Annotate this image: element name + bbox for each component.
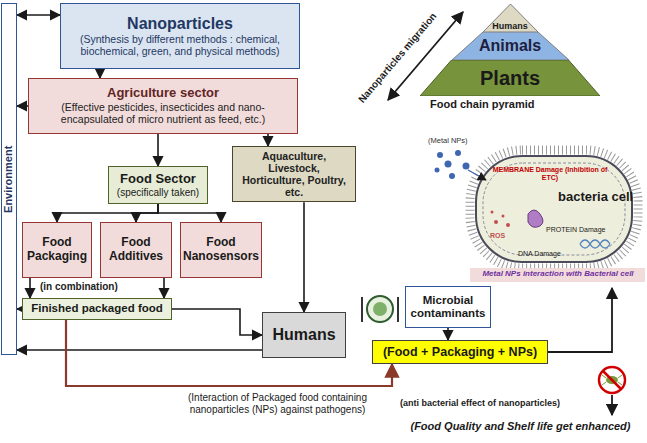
flow-arrow	[99, 69, 101, 78]
process-box: Food Additives	[100, 222, 172, 278]
effect-arrow	[548, 288, 612, 352]
flow-arrow	[172, 309, 262, 335]
band-shape	[420, 60, 600, 96]
flow-arrow	[17, 105, 28, 107]
part-label: DNA Damage	[518, 250, 578, 258]
flow-arrow	[158, 204, 221, 222]
process-box: Food Nanosensors	[180, 222, 262, 278]
node-title: Finished packaged food	[31, 302, 163, 315]
consumer-box: Humans	[262, 312, 346, 358]
node-title: Animals	[479, 37, 541, 55]
flow-arrow	[57, 204, 158, 222]
product-box: Finished packaged food	[22, 298, 172, 320]
no-bacteria-icon	[599, 367, 625, 393]
np-entry-arrow	[468, 170, 486, 180]
plate-icon	[362, 296, 398, 322]
note-label: (anti bacterial effect of nanoparticles)	[400, 398, 595, 408]
edge-note: (Interaction of Packaged food containing…	[175, 392, 380, 415]
part-label: PROTEIN Damage	[546, 226, 618, 234]
node-body: (specifically taken)	[117, 187, 199, 199]
node-title: Food Additives	[104, 236, 168, 264]
sector-box: Aquaculture, Livestock, Horticulture, Po…	[232, 146, 356, 202]
flow-arrow	[163, 278, 165, 298]
part-label: bacteria cell	[558, 190, 634, 205]
node-title: Environment	[3, 145, 16, 212]
node-title: Agriculture sector	[107, 86, 219, 101]
result-label: (Food Quality and Shelf life get enhance…	[398, 420, 643, 433]
node-body: (Synthesis by different methods : chemic…	[67, 33, 293, 57]
environment-bar: Environment	[1, 3, 17, 355]
note-label: (in combination)	[40, 281, 140, 293]
process-box: Food Packaging	[22, 222, 92, 278]
figure-caption: Metal NPs interaction with Bacterial cel…	[472, 269, 644, 278]
flow-arrow	[29, 278, 31, 298]
flow-arrow	[17, 14, 60, 16]
node-title: Food Sector	[120, 172, 196, 187]
source-box: Nanoparticles(Synthesis by different met…	[60, 3, 300, 69]
part-label: ROS	[490, 232, 514, 240]
flow-arrow	[136, 204, 158, 222]
sector-box: Food Sector(specifically taken)	[108, 166, 208, 204]
cell-hairs	[470, 150, 638, 268]
flow-arrow	[17, 349, 262, 351]
flow-arrow	[267, 134, 269, 146]
node-title: Humans	[492, 21, 528, 31]
combination-box: (Food + Packaging + NPs)	[372, 340, 548, 364]
part-label: MEMBRANE Damage (Inhibition of ETC)	[490, 166, 610, 182]
cell-membrane	[483, 163, 625, 255]
flow-arrow	[303, 202, 305, 312]
node-title: Food Nanosensors	[183, 236, 259, 264]
node-title: Humans	[272, 326, 335, 344]
band-shape	[452, 32, 569, 60]
node-title: Microbial contaminants	[409, 294, 487, 320]
pyramid-band: Plants	[420, 60, 600, 96]
contaminant-box: Microbial contaminants	[405, 286, 491, 328]
flow-arrow	[447, 328, 449, 340]
protein-blob	[528, 210, 543, 227]
sector-box: Agriculture sector(Effective pesticides,…	[28, 78, 298, 134]
ros-sparks	[491, 211, 511, 228]
pyramid-band: Humans	[483, 4, 538, 32]
pyramid-band: Animals	[452, 32, 569, 60]
node-body: (Effective pesticides, insecticides and …	[35, 101, 291, 125]
bacteria-cell	[476, 156, 632, 262]
metal-nanoparticles	[435, 150, 470, 179]
node-title: (Food + Packaging + NPs)	[383, 345, 537, 359]
band-shape	[483, 4, 538, 32]
flow-arrow	[157, 134, 159, 166]
caption-band	[470, 268, 645, 282]
dna-strand	[580, 240, 610, 248]
node-title: Aquaculture, Livestock, Horticulture, Po…	[237, 150, 351, 198]
node-title: Food Packaging	[26, 236, 88, 264]
quality-arrow	[611, 395, 613, 415]
node-title: Plants	[480, 67, 540, 90]
pyramid-caption: Food chain pyramid	[430, 98, 590, 111]
part-label: (Metal NPs)	[428, 137, 488, 146]
node-title: Nanoparticles	[127, 15, 233, 33]
